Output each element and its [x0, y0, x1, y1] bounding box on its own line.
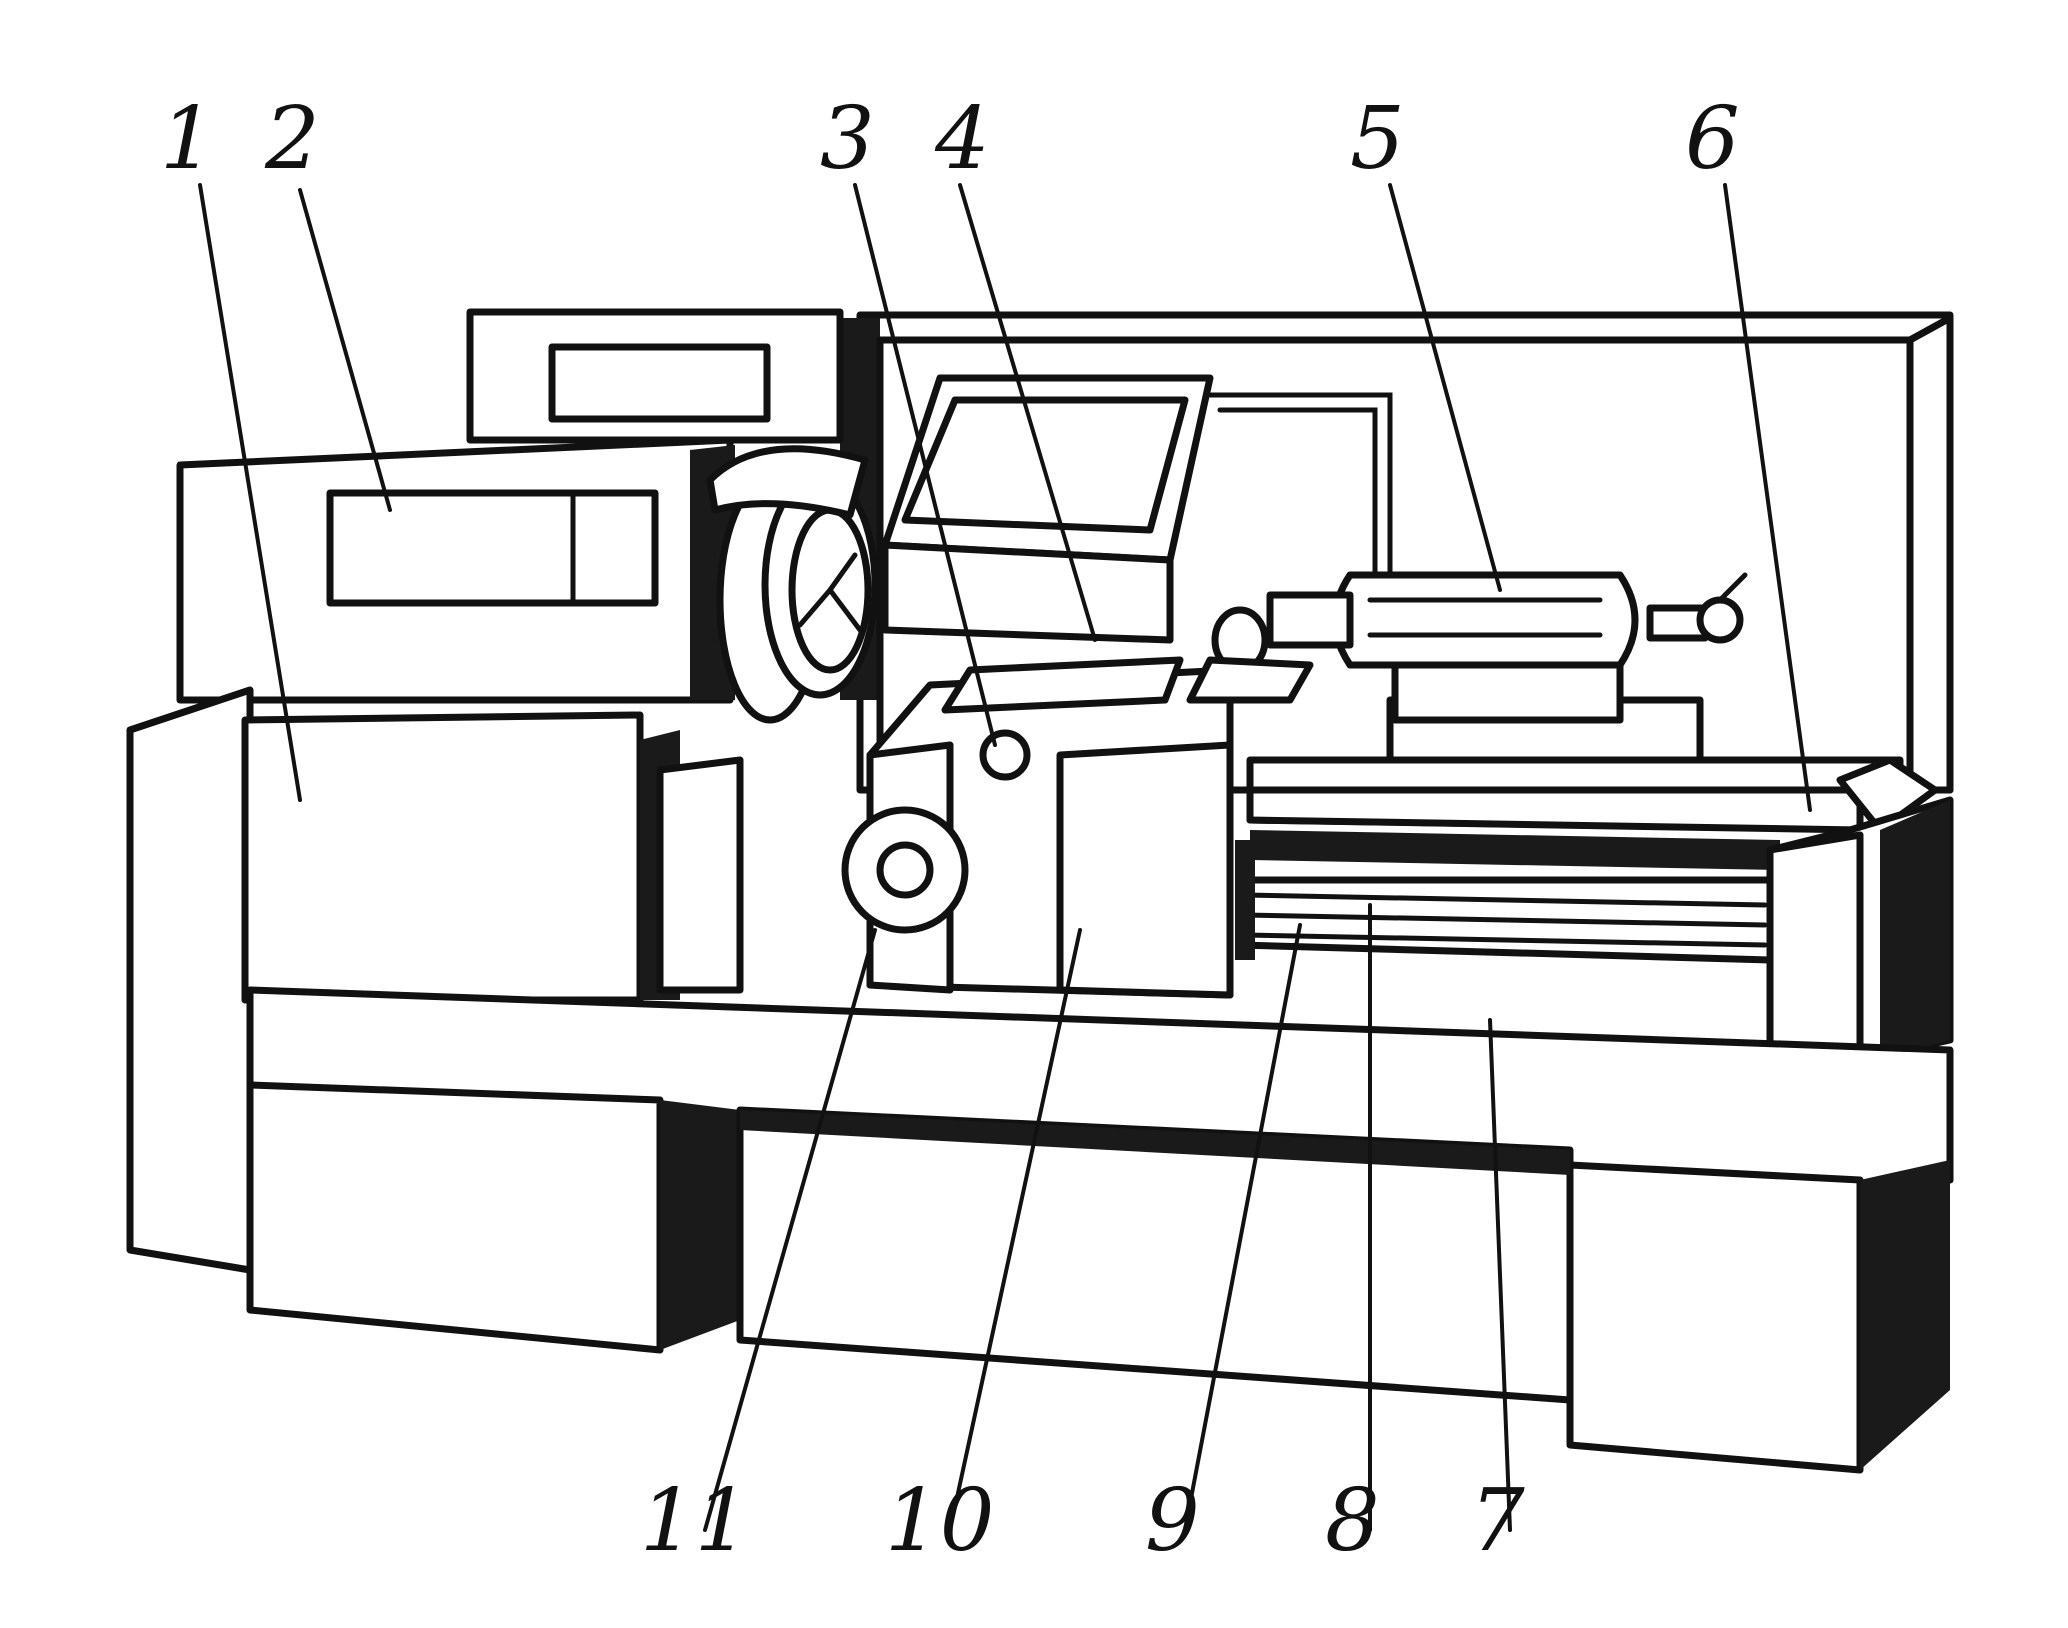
callout-labels: 1 2 3 4 5 6 7 8 9 10 11: [160, 89, 1740, 1571]
callout-10: 10: [885, 1471, 994, 1571]
apron-knob: [979, 729, 1031, 781]
callout-7: 7: [1470, 1471, 1525, 1571]
chuck: [706, 445, 879, 724]
chuck-guard: [706, 445, 869, 519]
tailstock: [1211, 571, 1748, 774]
callout-1: 1: [160, 89, 215, 189]
chip-shield: [881, 374, 1214, 644]
callout-5: 5: [1350, 89, 1405, 189]
base: [246, 986, 1954, 1474]
callout-6: 6: [1685, 89, 1740, 189]
tailstock-handwheel: [1696, 596, 1744, 644]
callout-9: 9: [1145, 1471, 1200, 1571]
tailstock-quill: [1331, 571, 1639, 669]
headstock-panel: [326, 489, 659, 607]
right-end-box: [1766, 796, 1954, 1064]
callout-4: 4: [934, 89, 990, 189]
left-feed-box: [126, 686, 744, 1274]
headstock: [176, 308, 844, 704]
callout-11: 11: [640, 1471, 749, 1571]
leader-lines: [198, 183, 1812, 1532]
callout-3: 3: [820, 89, 875, 189]
apron: [841, 656, 1314, 999]
callout-2: 2: [264, 89, 320, 189]
callout-8: 8: [1325, 1471, 1380, 1571]
